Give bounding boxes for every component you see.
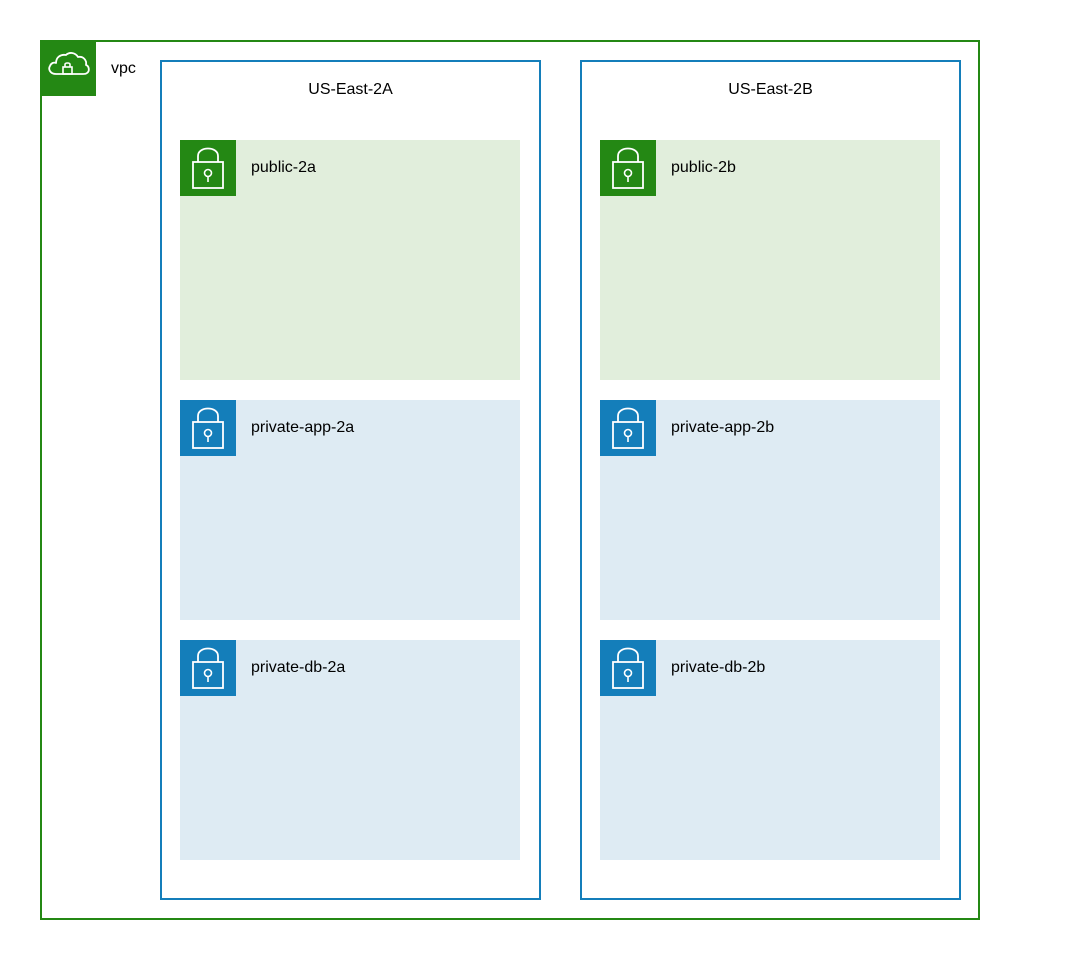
availability-zone-title: US-East-2B	[728, 81, 813, 98]
subnet-private-db-2a: private-db-2a	[180, 640, 520, 860]
vpc-cloud-lock-icon	[40, 40, 96, 96]
subnet-private-app-2a: private-app-2a	[180, 400, 520, 620]
subnet-public-2b: public-2b	[600, 140, 940, 380]
subnet-label: private-db-2a	[251, 659, 346, 676]
lock-icon	[600, 640, 656, 696]
vpc-label: vpc	[111, 60, 136, 77]
vpc-container	[40, 40, 980, 920]
subnet-label: public-2b	[671, 159, 736, 176]
subnet-label: public-2a	[251, 159, 316, 176]
lock-icon	[180, 400, 236, 456]
availability-zone-us-east-2a: US-East-2A public-2a private-app-2a	[160, 60, 541, 900]
subnet-label: private-app-2a	[251, 419, 355, 436]
availability-zone-title: US-East-2A	[308, 81, 393, 98]
availability-zone-us-east-2b: US-East-2B public-2b private-app-2b	[580, 60, 961, 900]
lock-icon	[600, 400, 656, 456]
subnet-private-app-2b: private-app-2b	[600, 400, 940, 620]
subnet-label: private-db-2b	[671, 659, 766, 676]
lock-icon	[180, 640, 236, 696]
subnet-label: private-app-2b	[671, 419, 775, 436]
lock-icon	[180, 140, 236, 196]
lock-icon	[600, 140, 656, 196]
subnet-private-db-2b: private-db-2b	[600, 640, 940, 860]
subnet-public-2a: public-2a	[180, 140, 520, 380]
